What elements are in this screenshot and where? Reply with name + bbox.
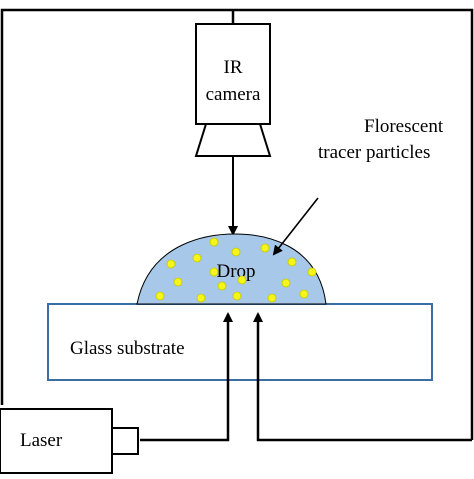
tracer-particles xyxy=(155,237,317,303)
tracer-particle xyxy=(260,243,270,253)
tracer-particle xyxy=(217,281,227,291)
tracer-particle xyxy=(231,247,241,257)
tracer-particle xyxy=(173,277,183,287)
tracer-particle xyxy=(232,291,242,301)
particles-label-line2: tracer particles xyxy=(318,142,430,163)
tracer-particle xyxy=(267,293,277,303)
laser-beam-outgoing xyxy=(140,312,233,442)
tracer-particle xyxy=(281,278,291,288)
tracer-particle xyxy=(155,291,165,301)
frame-lines xyxy=(0,8,474,440)
camera-label-line1: IR xyxy=(224,57,243,78)
camera-label-line2: camera xyxy=(206,84,261,105)
laser-beam-return xyxy=(253,312,472,442)
tracer-particle xyxy=(237,275,247,285)
substrate-label: Glass substrate xyxy=(70,338,185,359)
drop-label: Drop xyxy=(216,261,255,282)
tracer-particle xyxy=(166,259,176,269)
particles-leader-arrow xyxy=(272,197,319,256)
particles-label-line1: Florescent xyxy=(364,116,444,137)
tracer-particle xyxy=(192,253,202,263)
laser-device-icon: Laser xyxy=(0,408,139,474)
tracer-particle xyxy=(209,267,219,277)
tracer-particle xyxy=(209,237,219,247)
tracer-particle xyxy=(287,257,297,267)
laser-label: Laser xyxy=(20,430,63,451)
tracer-particle xyxy=(307,267,317,277)
tracer-particle xyxy=(299,289,309,299)
tracer-particle xyxy=(196,293,206,303)
ir-camera-icon: IR camera xyxy=(194,23,272,157)
